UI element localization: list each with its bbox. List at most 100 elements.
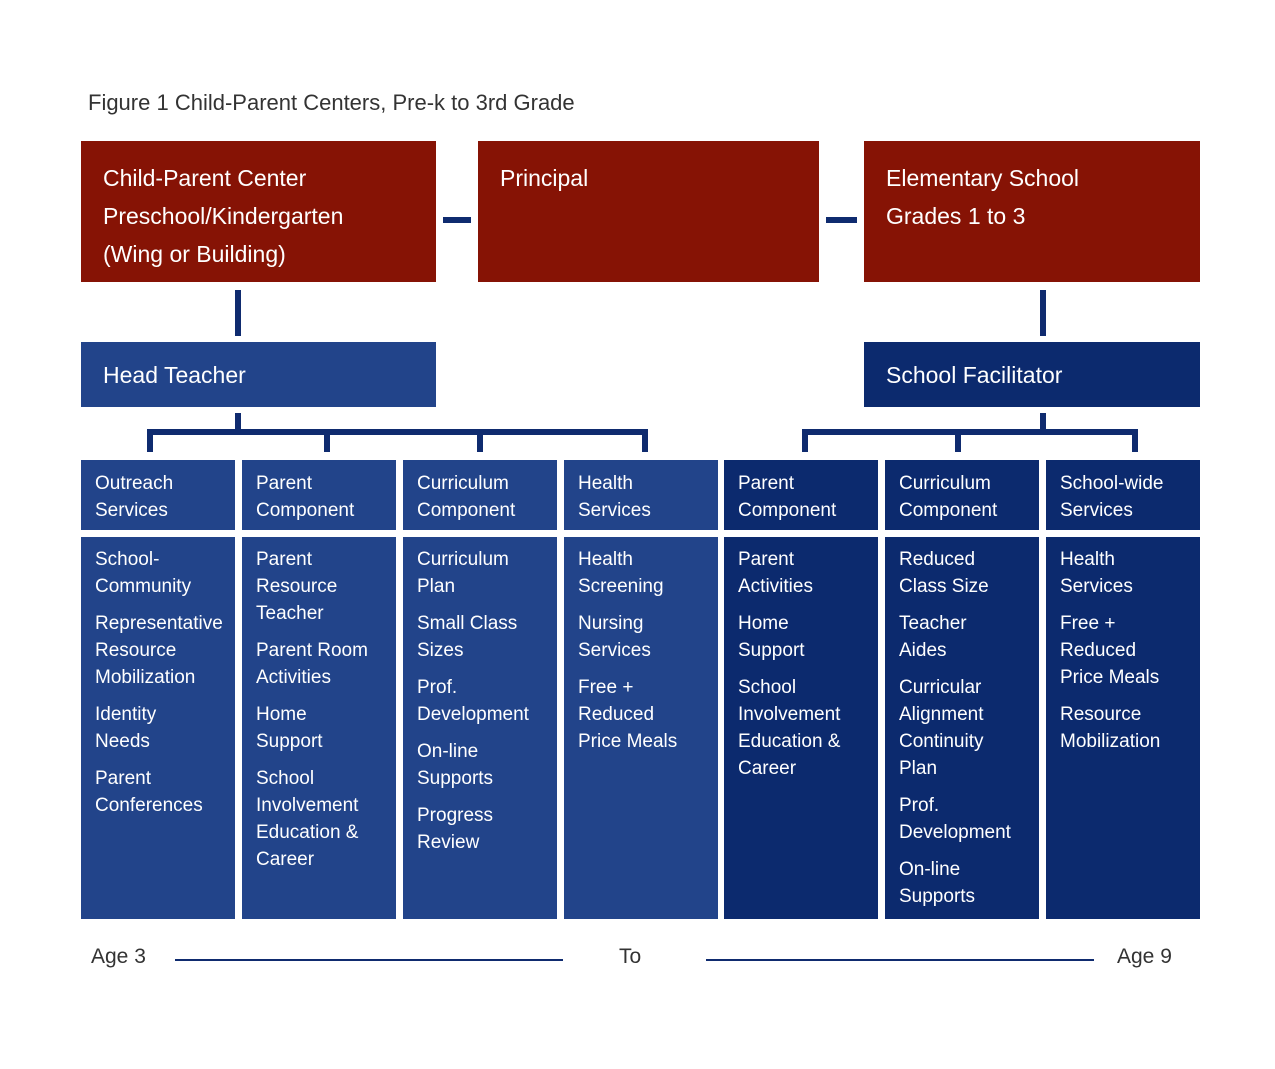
elementary-line: Elementary School [886, 165, 1080, 191]
list-item-line: Free + [1060, 613, 1116, 634]
column-header-line: Component [899, 500, 998, 521]
list-item-line: On-line [899, 859, 961, 880]
list-item-line: Parent [738, 549, 794, 570]
column-header-line: Services [95, 500, 168, 521]
cpc-line: Child-Parent Center [103, 165, 307, 191]
list-item-line: Home [256, 704, 307, 725]
column-header-line: Curriculum [899, 473, 991, 494]
list-item-line: Development [899, 822, 1011, 843]
column-header-line: Parent [256, 473, 312, 494]
column-header-line: Health [578, 473, 633, 494]
list-item-line: Services [1060, 576, 1133, 597]
list-item-line: Resource [256, 576, 338, 597]
list-item-line: Conferences [95, 795, 203, 816]
list-item-line: Reduced [1060, 640, 1137, 661]
list-item-line: Continuity [899, 731, 984, 752]
list-item-line: Support [256, 731, 323, 752]
elementary-school-box: Elementary School Grades 1 to 3 [864, 141, 1200, 282]
list-item-line: Progress [417, 805, 494, 826]
column-header-line: Component [256, 500, 355, 521]
column-header-line: School-wide [1060, 473, 1164, 494]
connector-elementary-facilitator [1040, 290, 1046, 336]
bracket-right-drop [1132, 429, 1138, 452]
cpc-line: Preschool/Kindergarten [103, 203, 344, 229]
list-item-line: Reduced [899, 549, 976, 570]
age-end-label: Age 9 [1117, 945, 1172, 968]
list-item-line: Involvement [256, 795, 359, 816]
age-axis-line-left [175, 959, 563, 961]
list-item-line: On-line [417, 741, 479, 762]
connector-cpc-head-teacher [235, 290, 241, 336]
list-item-line: Supports [417, 768, 494, 789]
list-item-line: Alignment [899, 704, 984, 725]
list-item-line: Education & [738, 731, 841, 752]
list-item-line: Mobilization [95, 667, 196, 688]
list-item-line: Plan [899, 758, 938, 779]
list-item: Prof.Development [417, 674, 543, 728]
head-teacher-box: Head Teacher [81, 342, 436, 407]
list-item-line: Career [738, 758, 797, 779]
list-item-line: Aides [899, 640, 947, 661]
principal-box: Principal [478, 141, 819, 282]
list-item-line: Curriculum [417, 549, 509, 570]
list-item-line: Price Meals [1060, 667, 1160, 688]
cpc-line: (Wing or Building) [103, 241, 286, 267]
list-item: Prof.Development [899, 792, 1025, 846]
list-item: School-Community [95, 546, 221, 600]
column-header-line: Component [738, 500, 837, 521]
list-item-line: Home [738, 613, 789, 634]
list-item-line: Teacher [899, 613, 967, 634]
list-item-line: Activities [256, 667, 331, 688]
list-item-line: Class Size [899, 576, 989, 597]
list-item-line: Development [417, 704, 529, 725]
column-header-line: Parent [738, 473, 794, 494]
connector-cpc-principal [443, 217, 471, 223]
list-item-line: Involvement [738, 704, 841, 725]
bracket-right-bar [802, 429, 1138, 435]
figure-caption: Figure 1 Child-Parent Centers, Pre-k to … [88, 90, 575, 115]
list-item-line: Career [256, 849, 315, 870]
list-item-line: Parent [256, 549, 312, 570]
list-item-line: Mobilization [1060, 731, 1161, 752]
list-item-line: Parent [95, 768, 151, 789]
list-item-line: Sizes [417, 640, 464, 661]
list-item-line: Small Class [417, 613, 518, 634]
column-header-line: Services [578, 500, 651, 521]
list-item-line: Community [95, 576, 192, 597]
bracket-left-drop [642, 429, 648, 452]
list-item-line: Free + [578, 677, 634, 698]
bracket-right-drop [955, 429, 961, 452]
list-item-line: Reduced [578, 704, 655, 725]
bracket-left-bar [147, 429, 648, 435]
list-item-line: Resource [95, 640, 177, 661]
list-item-line: Needs [95, 731, 150, 752]
